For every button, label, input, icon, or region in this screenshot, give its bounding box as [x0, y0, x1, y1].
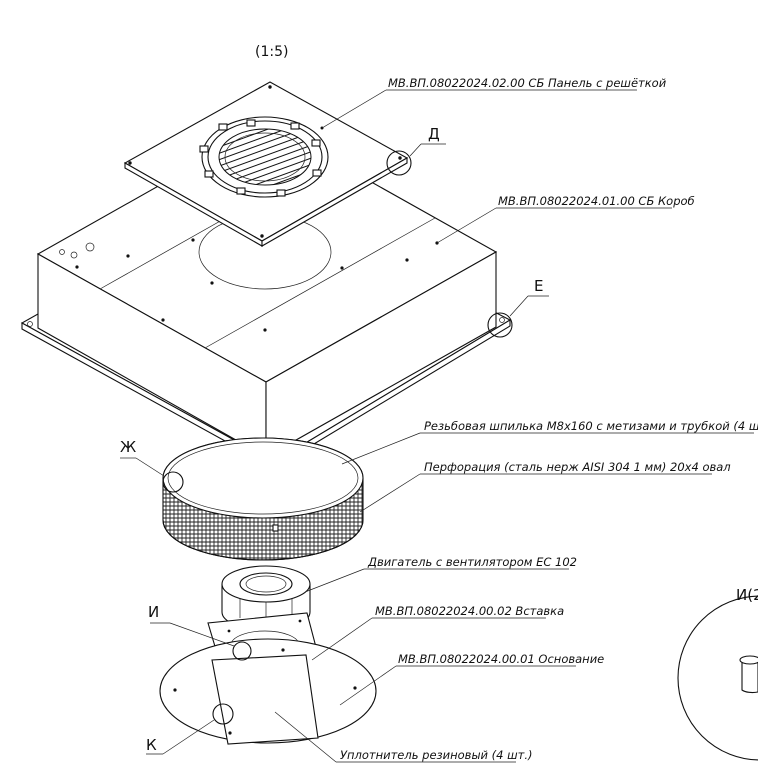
detail-circle-k — [212, 703, 234, 725]
marker-d: Д — [428, 125, 440, 143]
detail-circle-zh — [162, 471, 184, 493]
marker-k: К — [146, 736, 157, 754]
callout-stud: Резьбовая шпилька М8х160 с метизами и тр… — [424, 419, 758, 433]
motor-fan — [221, 565, 311, 631]
perforated-ring — [162, 437, 364, 561]
detail-view-i-label: И(2 — [736, 586, 758, 604]
callout-box: МВ.ВП.08022024.01.00 СБ Короб — [498, 194, 695, 208]
callout-base: МВ.ВП.08022024.00.01 Основание — [398, 652, 604, 666]
callout-motor: Двигатель с вентилятором ЕС 102 — [367, 555, 577, 569]
detail-circle-e — [487, 312, 513, 338]
base-seal-frame — [211, 654, 319, 745]
detail-circle-i — [232, 641, 252, 661]
marker-i: И — [148, 603, 159, 621]
panel-with-grille — [123, 81, 409, 247]
box-right-face — [265, 251, 497, 458]
detail-circle-d — [386, 150, 412, 176]
leader-lines — [120, 89, 754, 763]
box-housing — [20, 123, 512, 469]
scale-label: (1:5) — [255, 44, 288, 60]
marker-zh: Ж — [120, 438, 136, 456]
callout-insert: МВ.ВП.08022024.00.02 Вставка — [375, 604, 564, 618]
callout-panel: МВ.ВП.08022024.02.00 СБ Панель с решётко… — [388, 76, 667, 90]
callout-seal: Уплотнитель резиновый (4 шт.) — [340, 748, 533, 762]
detail-view-i: И(2 — [677, 586, 758, 761]
callout-perforation: Перфорация (сталь нерж AISI 304 1 мм) 20… — [424, 460, 731, 474]
marker-e: Е — [534, 277, 543, 295]
base-plate — [159, 638, 377, 745]
